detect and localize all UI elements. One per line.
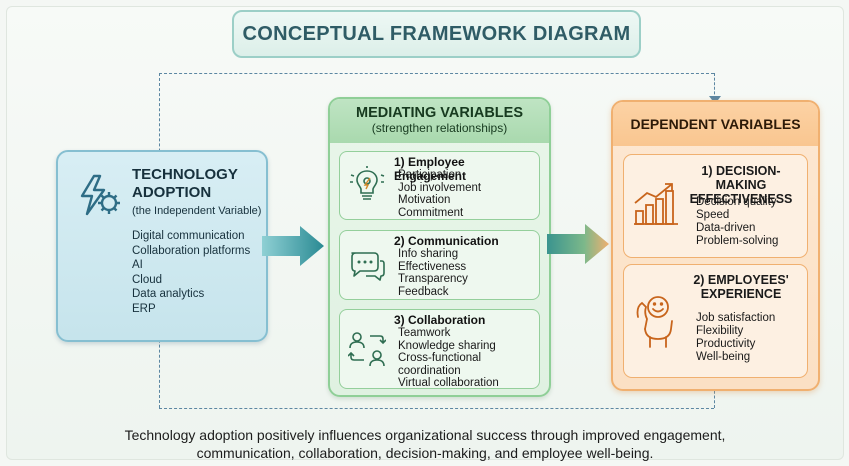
independent-list: Digital communication Collaboration plat… [132,229,250,316]
list-item: Flexibility [696,325,744,337]
list-item: Virtual collaboration [398,377,499,389]
dependent-variables-panel: DEPENDENT VARIABLES 1) DECISION-MAKING E… [611,100,820,391]
lightning-gear-icon [80,174,120,216]
list-item: Data analytics [132,288,205,300]
list-item: Cloud [132,273,163,286]
dependent-card-decision-making: 1) DECISION-MAKING EFFECTIVENESS Decisio… [623,154,808,258]
independent-subtitle: (the Independent Variable) [132,205,262,217]
list-item: Speed [696,209,730,221]
dependent-card-title-line2: EXPERIENCE [700,287,782,301]
card-title: 3) Collaboration [394,313,486,327]
list-item: Info sharing [398,248,459,260]
dependent-card-title: 1) DECISION-MAKING EFFECTIVENESS [682,164,800,206]
mediating-title: MEDIATING VARIABLES [355,105,524,121]
mediating-header: MEDIATING VARIABLES (strengthen relation… [330,99,549,143]
card-list: Participation Job involvement Motivation… [398,169,481,219]
happy-strong-person-icon [636,296,673,348]
feedback-loop-bottom [159,408,714,409]
dependent-card-title-line1: 1) DECISION-MAKING [701,164,781,192]
dependent-card-title: 2) EMPLOYEES' EXPERIENCE [682,273,800,301]
people-exchange-icon [348,332,386,367]
card-title: 1) Employee Engagement [394,155,467,183]
card-list: Info sharing Effectiveness Transparency … [398,248,468,298]
diagram-caption: Technology adoption positively influence… [20,426,830,462]
dependent-card-title-line2: EFFECTIVENESS [689,192,793,206]
list-item: Collaboration platforms [132,244,251,257]
lightbulb-gears-icon [350,166,385,200]
caption-line1: Technology adoption positively influence… [124,427,726,443]
list-item: Job involvement [398,181,482,194]
list-item: Well-being [696,351,751,363]
list-item: Effectiveness [398,260,467,273]
list-item: Data-driven [696,222,756,234]
independent-title: TECHNOLOGY ADOPTION [132,166,262,202]
mediating-card-collaboration: 3) Collaboration Teamwork Knowledge shar… [339,309,540,389]
feedback-loop-top [159,73,714,74]
list-item: Decision quality [696,196,777,208]
dependent-card-list: Job satisfaction Flexibility Productivit… [696,312,775,364]
growth-bar-chart-icon [634,183,678,225]
list-item: Knowledge sharing [398,339,496,352]
list-item: Problem-solving [696,235,779,247]
mediating-card-engagement: 1) Employee Engagement Participation Job… [339,151,540,220]
mediating-card-communication: 2) Communication Info sharing Effectiven… [339,230,540,300]
list-item: Commitment [398,206,464,219]
list-item: AI [132,259,143,271]
independent-title-line1: TECHNOLOGY [132,166,238,183]
list-item: Teamwork [398,327,451,339]
feedback-loop-down [714,73,715,99]
list-item: Participation [398,169,462,181]
card-list: Teamwork Knowledge sharing Cross-functio… [398,327,499,390]
feedback-loop-up [714,386,715,408]
card-title: 2) Communication [394,234,499,248]
list-item: Cross-functional [398,352,482,364]
list-item: Motivation [398,194,451,206]
flow-arrow-to-mediating [262,226,324,266]
chat-bubbles-icon [351,252,385,281]
list-item: Productivity [696,338,756,350]
independent-title-line2: ADOPTION [132,184,212,201]
independent-variable-panel: TECHNOLOGY ADOPTION (the Independent Var… [56,150,268,342]
dependent-card-title-line1: 2) EMPLOYEES' [693,273,789,287]
mediating-subtitle: (strengthen relationships) [371,121,508,135]
flow-arrow-to-dependent [547,224,609,264]
diagram-title: CONCEPTUAL FRAMEWORK DIAGRAM [232,10,641,58]
mediating-variables-panel: MEDIATING VARIABLES (strengthen relation… [328,97,551,397]
dependent-title: DEPENDENT VARIABLES [613,102,818,146]
list-item: Digital communication [132,230,245,242]
list-item: ERP [132,302,156,315]
list-item: Feedback [398,285,449,298]
dependent-card-employee-experience: 2) EMPLOYEES' EXPERIENCE Job satisfactio… [623,264,808,378]
list-item: Job satisfaction [696,312,776,324]
list-item: coordination [398,364,461,377]
dependent-card-list: Decision quality Speed Data-driven Probl… [696,196,778,248]
list-item: Transparency [398,273,468,285]
caption-line2: communication, collaboration, decision-m… [196,445,654,461]
